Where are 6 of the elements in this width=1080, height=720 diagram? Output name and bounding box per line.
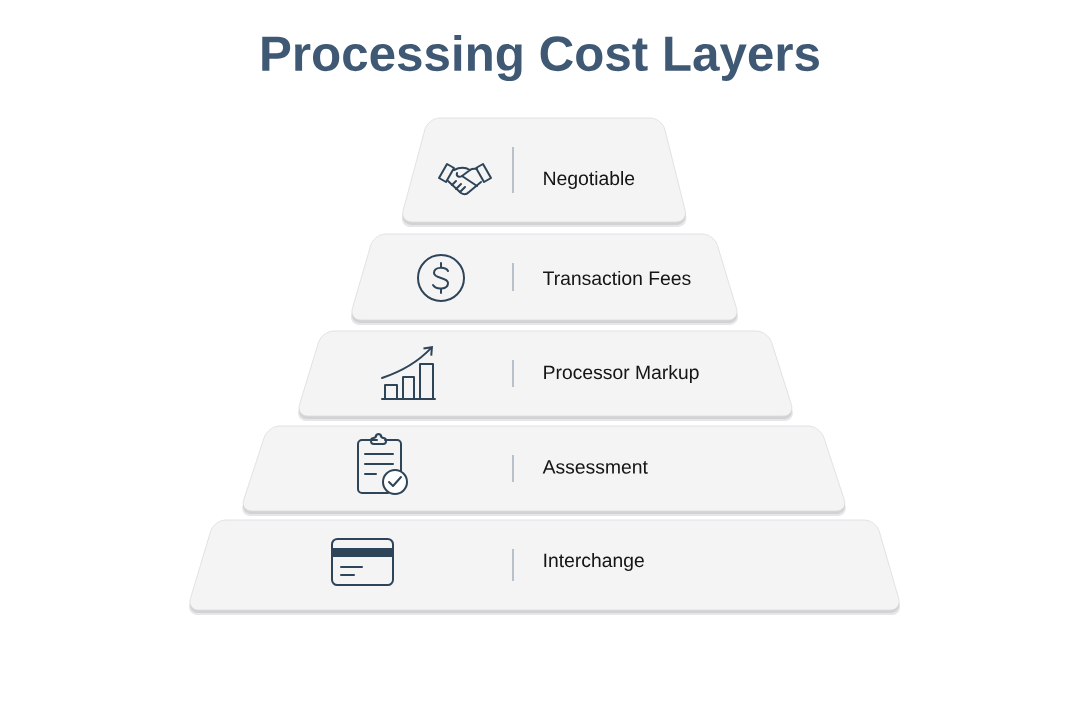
- layer-band: Processor Markup: [298, 330, 793, 421]
- title: Processing Cost Layers: [262, 34, 819, 82]
- layer-band: Negotiable: [401, 117, 687, 227]
- layer-band: Transaction Fees: [351, 233, 738, 325]
- layer-band: Interchange: [189, 519, 901, 615]
- layer-band: Assessment: [242, 425, 846, 516]
